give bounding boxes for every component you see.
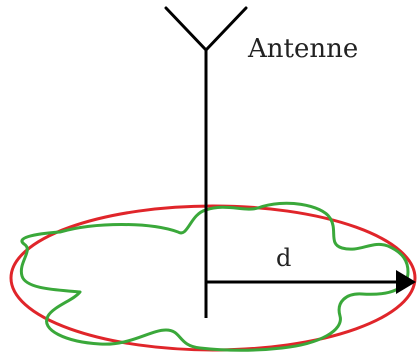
antenna-label: Antenne <box>247 34 358 64</box>
ideal-coverage-ellipse <box>9 204 417 352</box>
real-coverage-blob <box>19 201 410 352</box>
antenna-arm-right <box>204 6 248 52</box>
antenna-arm-left <box>164 6 208 52</box>
distance-label: d <box>276 244 291 272</box>
distance-arrow-head <box>396 270 416 294</box>
